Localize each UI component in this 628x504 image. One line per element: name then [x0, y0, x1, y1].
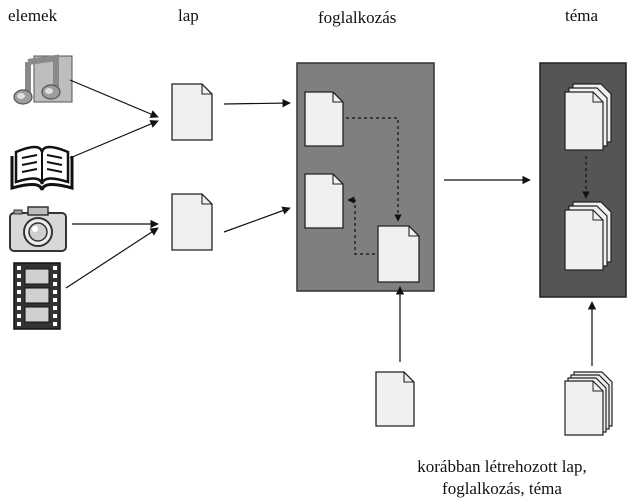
sheet-page-2: [171, 193, 213, 251]
column-label-elements: elemek: [8, 6, 58, 25]
music-icon: [13, 54, 73, 105]
previous-page-stack: [564, 371, 613, 436]
activity-page-1: [304, 91, 344, 147]
column-label-sheet: lap: [178, 6, 199, 25]
activity-page-2: [304, 173, 344, 229]
activity-page-3: [377, 225, 420, 283]
flow-arrows: [65, 79, 597, 366]
film-icon: [13, 262, 61, 330]
previous-items-caption-line1: korábban létrehozott lap,: [417, 457, 587, 476]
theme-page-stack-2: [564, 201, 612, 271]
previous-items-caption-line2: foglalkozás, téma: [442, 479, 562, 498]
previous-page: [375, 371, 415, 427]
dashed-flow-arrows: [346, 117, 590, 255]
column-label-theme: téma: [565, 6, 599, 25]
previous-items-caption: korábban létrehozott lap, foglalkozás, t…: [376, 456, 628, 500]
book-icon: [10, 145, 74, 191]
camera-icon: [9, 206, 67, 252]
theme-page-stack-1: [564, 83, 612, 151]
column-label-activity: foglalkozás: [318, 8, 397, 27]
sheet-page-1: [171, 83, 213, 141]
